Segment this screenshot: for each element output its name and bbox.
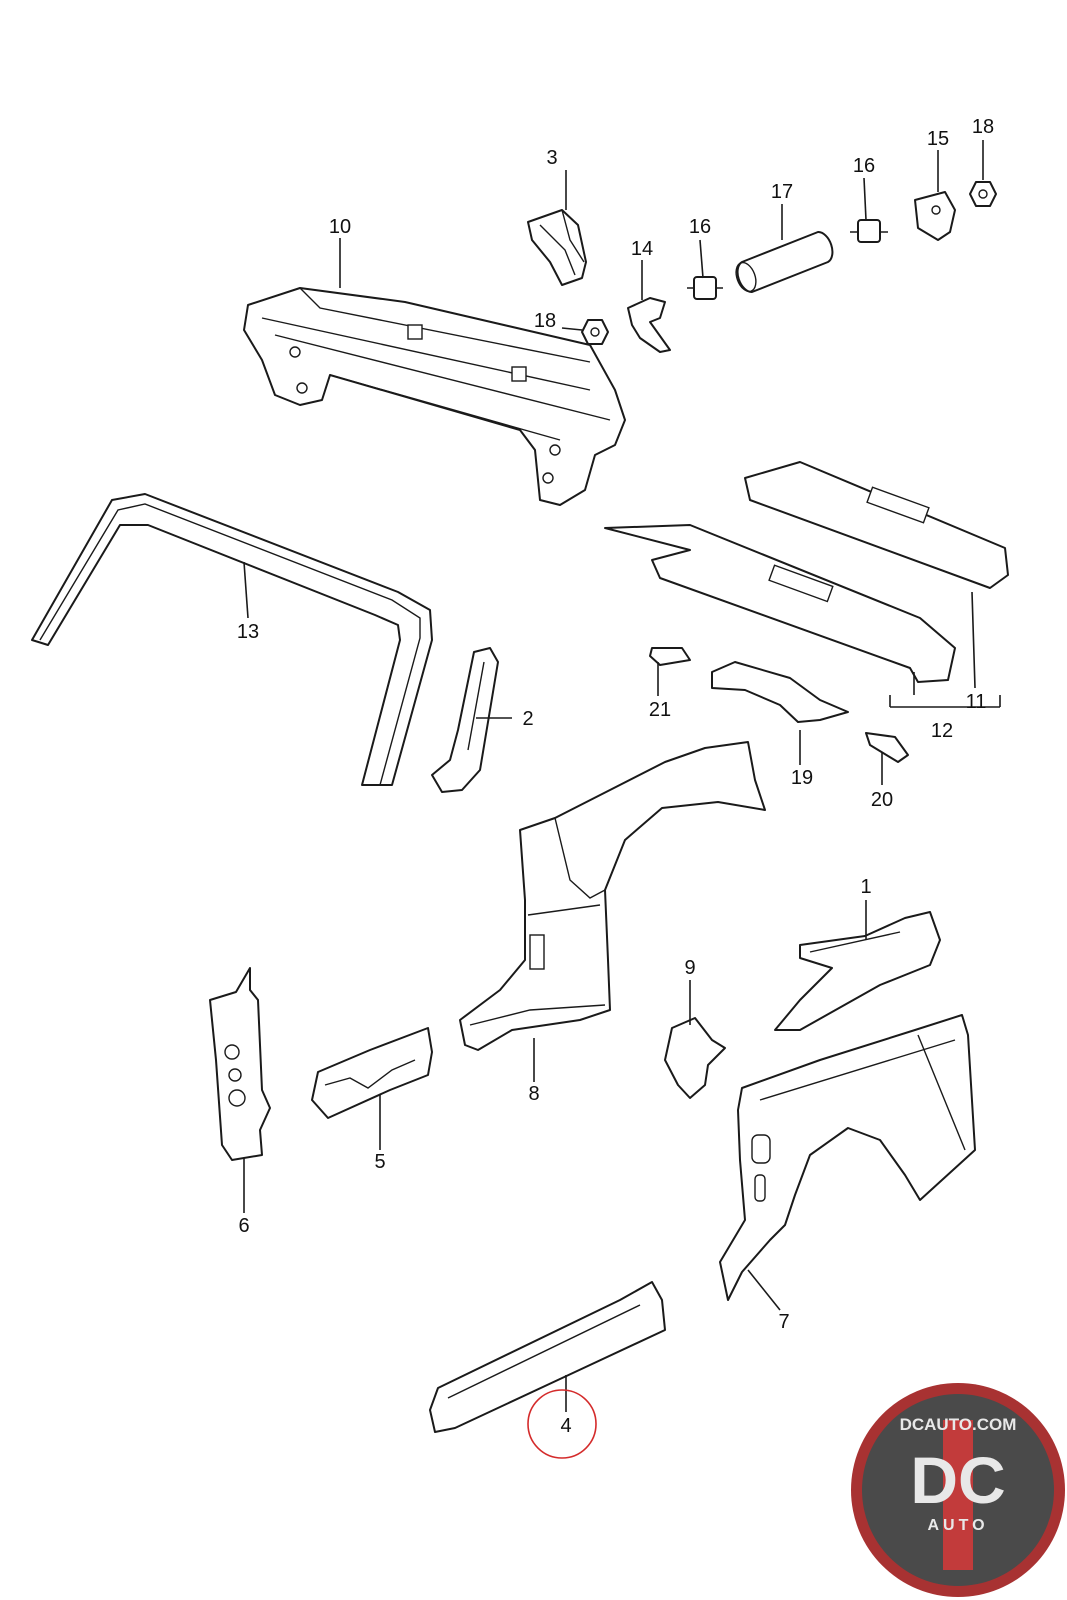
part-9-bracket[interactable] (664, 1017, 726, 1099)
callout-4: 4 (560, 1415, 571, 1437)
part-5-bracket[interactable] (311, 1027, 433, 1119)
callout-1: 1 (860, 876, 871, 898)
callout-2: 2 (522, 708, 533, 730)
callout-20: 20 (871, 789, 893, 811)
part-4-sill[interactable] (429, 1281, 666, 1433)
callout-12: 12 (931, 720, 953, 742)
callout-6: 6 (238, 1215, 249, 1237)
part-17-cylinder[interactable] (732, 230, 834, 294)
part-2-strip[interactable] (431, 647, 499, 793)
part-10-rear-crossmember[interactable] (243, 287, 626, 506)
callout-16-right: 16 (853, 155, 875, 177)
part-15-latch[interactable] (914, 191, 956, 241)
part-21-clip[interactable] (649, 647, 691, 666)
callout-4-highlight-circle (527, 1389, 597, 1459)
part-20-clip[interactable] (865, 732, 909, 763)
logo-sub-text: AUTO (927, 1517, 988, 1534)
part-12-rocker-lower[interactable] (604, 524, 956, 683)
callout-labels: 3 10 18 14 16 17 16 15 18 13 2 11 12 21 … (237, 116, 994, 1437)
callout-19: 19 (791, 767, 813, 789)
callout-15: 15 (927, 128, 949, 150)
callout-16-left: 16 (689, 216, 711, 238)
part-1-tail-panel[interactable] (774, 911, 941, 1031)
callout-21: 21 (649, 699, 671, 721)
part-13-window-frame[interactable] (31, 493, 433, 786)
logo-top-text: DCAUTO.COM (900, 1415, 1017, 1434)
part-3-bracket[interactable] (527, 209, 587, 286)
callout-18-left: 18 (534, 310, 556, 332)
callout-7: 7 (778, 1311, 789, 1333)
callout-13: 13 (237, 621, 259, 643)
part-18-nut-left[interactable] (581, 319, 609, 345)
part-19-plate[interactable] (711, 661, 849, 723)
leader-lines (243, 140, 1001, 1412)
part-16-bushing-left[interactable] (687, 276, 723, 300)
dcauto-logo: DCAUTO.COM DC AUTO (851, 1383, 1065, 1597)
callout-14: 14 (631, 238, 653, 260)
callout-10: 10 (329, 216, 351, 238)
callout-3: 3 (546, 147, 557, 169)
callout-5: 5 (374, 1151, 385, 1173)
callout-18-right: 18 (972, 116, 994, 138)
part-16-bushing-right[interactable] (850, 219, 888, 243)
callout-17: 17 (771, 181, 793, 203)
part-14-mount[interactable] (627, 297, 671, 353)
part-18-nut-right[interactable] (969, 181, 997, 207)
callout-9: 9 (684, 957, 695, 979)
callout-11: 11 (966, 691, 987, 713)
callout-8: 8 (528, 1083, 539, 1105)
part-7-outer-quarter-panel[interactable] (719, 1014, 976, 1301)
logo-main-text: DC (910, 1443, 1005, 1517)
part-11-rocker-upper[interactable] (744, 461, 1009, 589)
part-6-pillar[interactable] (209, 967, 271, 1161)
part-8-inner-quarter-panel[interactable] (459, 741, 766, 1051)
